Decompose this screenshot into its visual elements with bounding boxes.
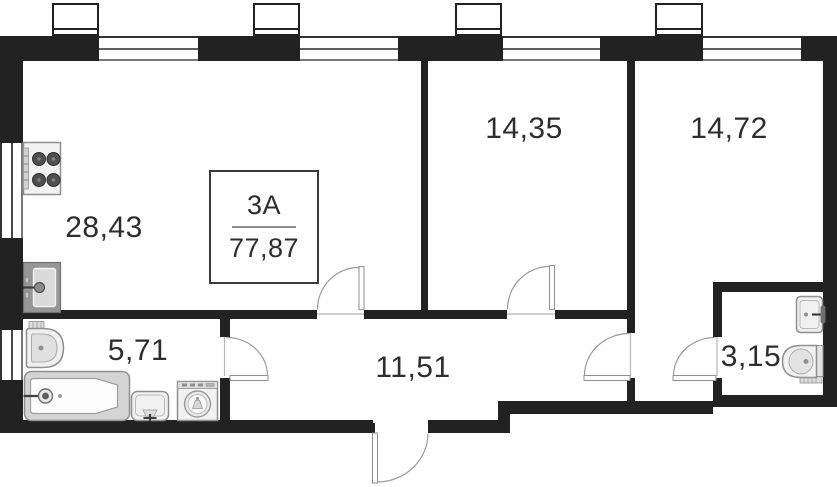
window bbox=[0, 143, 23, 238]
room-area-bathroom: 5,71 bbox=[107, 334, 169, 367]
kitchen-sink-icon bbox=[22, 261, 62, 314]
window bbox=[703, 36, 801, 61]
wall-segment bbox=[369, 423, 375, 433]
unit-total-area: 77,87 bbox=[228, 233, 300, 263]
wall-segment bbox=[421, 61, 428, 310]
wall-segment bbox=[0, 238, 23, 330]
wall-segment bbox=[0, 36, 23, 143]
window-sill-box bbox=[455, 3, 502, 36]
washing-machine-icon bbox=[176, 380, 219, 422]
wall-segment bbox=[398, 36, 503, 61]
window bbox=[0, 330, 23, 380]
wall-segment bbox=[713, 378, 722, 398]
toilet-icon bbox=[25, 321, 65, 369]
unit-badge-divider bbox=[232, 226, 296, 228]
room-area-bedroom-left: 14,35 bbox=[485, 112, 563, 145]
wc-sink-icon bbox=[795, 295, 826, 334]
room-area-hallway: 11,51 bbox=[375, 351, 451, 384]
door-ensuite-wc bbox=[672, 336, 717, 381]
wall-segment bbox=[220, 378, 230, 420]
pedestal-sink-icon bbox=[130, 390, 170, 422]
window bbox=[99, 36, 198, 61]
unit-badge: 3A 77,87 bbox=[209, 170, 319, 284]
wall-segment bbox=[428, 420, 510, 433]
wall-segment bbox=[713, 282, 837, 292]
wc-toilet-icon bbox=[781, 344, 824, 384]
window-sill-box bbox=[655, 3, 703, 36]
window bbox=[300, 36, 398, 61]
window bbox=[503, 36, 600, 61]
unit-type-label: 3A bbox=[246, 190, 282, 220]
window-sill-box bbox=[52, 3, 99, 36]
wall-segment bbox=[823, 36, 837, 407]
room-area-living-kitchen: 28,43 bbox=[65, 211, 143, 244]
stove-icon bbox=[22, 141, 62, 196]
door-entry bbox=[372, 432, 429, 484]
window-sill-box bbox=[253, 3, 300, 36]
door-living-room bbox=[316, 266, 365, 310]
door-bedroom-right bbox=[583, 332, 631, 381]
wall-segment bbox=[364, 310, 507, 319]
wall-segment bbox=[0, 380, 23, 433]
wall-segment bbox=[198, 36, 300, 61]
room-area-bedroom-right: 14,72 bbox=[690, 112, 768, 145]
door-bathroom bbox=[226, 336, 269, 381]
wall-segment bbox=[627, 378, 635, 402]
wall-segment bbox=[23, 310, 317, 319]
wall-segment bbox=[600, 36, 703, 61]
wall-segment bbox=[555, 310, 635, 319]
wall-segment bbox=[220, 319, 230, 337]
wall-segment bbox=[498, 401, 713, 414]
door-bedroom-left bbox=[506, 265, 555, 310]
wall-segment bbox=[627, 61, 635, 333]
bathtub-icon bbox=[23, 370, 131, 422]
room-area-ensuite-wc: 3,15 bbox=[720, 340, 782, 373]
wall-segment bbox=[713, 292, 722, 337]
wall-segment bbox=[713, 395, 837, 407]
wall-segment bbox=[0, 420, 373, 433]
